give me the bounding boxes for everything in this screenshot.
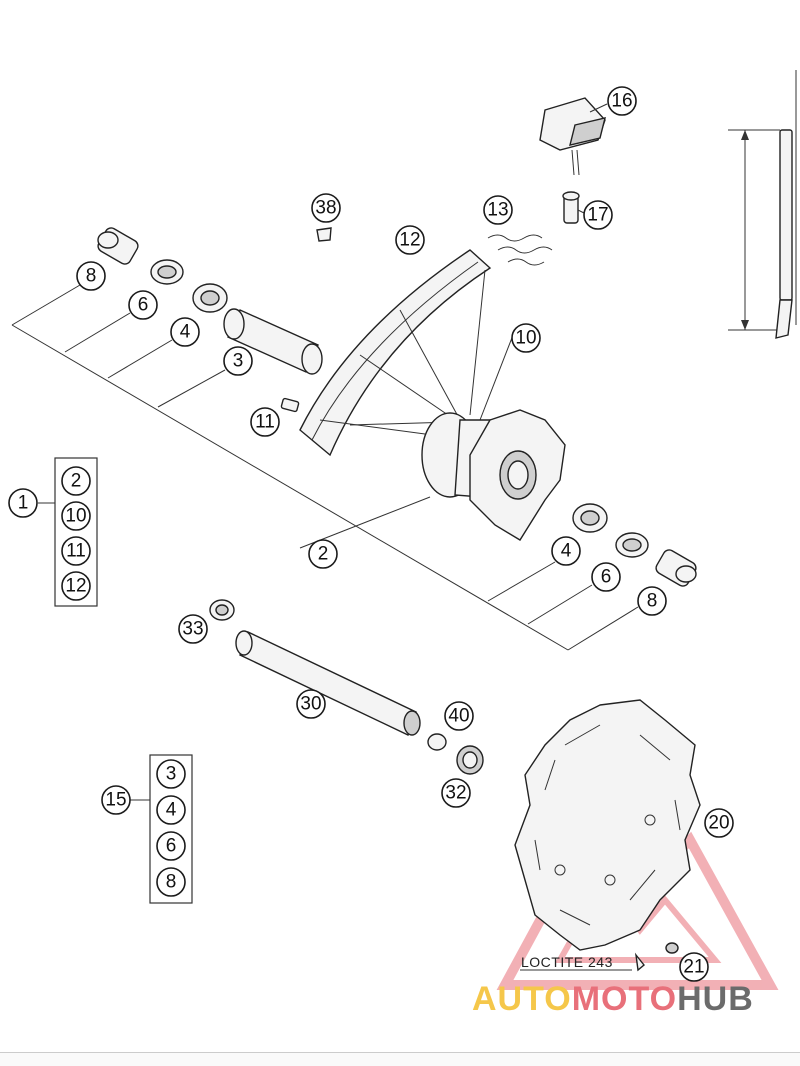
- svg-text:6: 6: [138, 295, 149, 316]
- valve-nut-part: [562, 191, 580, 224]
- seal-6-right-part: [615, 532, 649, 558]
- svg-text:17: 17: [587, 205, 608, 226]
- svg-text:11: 11: [255, 412, 275, 433]
- svg-text:15: 15: [105, 790, 126, 811]
- small-cap-part: [316, 227, 332, 242]
- group-1-item-12: 12: [61, 571, 91, 601]
- group-15-box: [149, 754, 193, 904]
- svg-text:10: 10: [65, 506, 86, 527]
- bearing-4-right-part: [572, 503, 608, 533]
- group-1-item-10: 10: [61, 501, 91, 531]
- svg-text:6: 6: [601, 567, 612, 588]
- callout-32: 32: [441, 778, 471, 808]
- callout-4-left: 4: [170, 317, 200, 347]
- watermark-part-auto: AUTO: [472, 980, 572, 1018]
- svg-text:2: 2: [71, 471, 82, 492]
- svg-text:33: 33: [182, 619, 203, 640]
- callout-11: 11: [250, 407, 280, 437]
- seal-6-left-part: [150, 259, 184, 285]
- axle-screw-32-part: [456, 745, 484, 775]
- seal-33-part: [209, 599, 235, 621]
- svg-text:3: 3: [166, 764, 177, 785]
- callout-8-right: 8: [637, 586, 667, 616]
- group-1-box: [54, 457, 98, 607]
- callout-20: 20: [704, 808, 734, 838]
- group-15-item-4: 4: [156, 795, 186, 825]
- spacer-8-right-part: [655, 549, 697, 587]
- callout-6-left: 6: [128, 290, 158, 320]
- group-15-item-3: 3: [156, 759, 186, 789]
- callout-40: 40: [444, 701, 474, 731]
- spacer-tube-3-part: [223, 308, 323, 375]
- svg-text:3: 3: [233, 351, 244, 372]
- svg-text:11: 11: [66, 541, 86, 562]
- spoke-dimension-drawing: [728, 70, 797, 339]
- wheel-axle-part: [235, 630, 421, 736]
- callout-38: 38: [311, 193, 341, 223]
- svg-text:12: 12: [399, 230, 420, 251]
- svg-text:32: 32: [445, 783, 466, 804]
- callout-30: 30: [296, 689, 326, 719]
- callout-1: 1: [8, 488, 38, 518]
- watermark-part-moto: MOTO: [571, 980, 678, 1018]
- brake-disc-part: [514, 699, 701, 951]
- rim-tape-part: [487, 234, 553, 266]
- group-1-item-11: 11: [61, 536, 91, 566]
- loctite-note: LOCTITE 243: [521, 954, 613, 970]
- svg-text:2: 2: [318, 544, 329, 565]
- svg-text:8: 8: [86, 266, 97, 287]
- callout-8-left: 8: [76, 261, 106, 291]
- callout-15: 15: [101, 785, 131, 815]
- spacer-8-left-part: [97, 227, 139, 265]
- svg-text:16: 16: [611, 91, 632, 112]
- group-15-item-8: 8: [156, 867, 186, 897]
- svg-text:21: 21: [683, 957, 704, 978]
- svg-text:4: 4: [166, 800, 177, 821]
- svg-text:8: 8: [166, 872, 177, 893]
- group-15-item-6: 6: [156, 831, 186, 861]
- callout-6-right: 6: [591, 562, 621, 592]
- callout-21: 21: [679, 952, 709, 982]
- wheel-hub-part: [421, 409, 566, 541]
- svg-text:1: 1: [18, 493, 29, 514]
- svg-text:10: 10: [515, 328, 536, 349]
- bearing-4-left-part: [192, 283, 228, 313]
- watermark-part-hub: HUB: [677, 980, 754, 1018]
- svg-text:40: 40: [448, 706, 469, 727]
- svg-text:20: 20: [708, 813, 729, 834]
- svg-text:12: 12: [65, 576, 86, 597]
- group-1-item-2: 2: [61, 466, 91, 496]
- svg-text:30: 30: [300, 694, 321, 715]
- callout-4-right: 4: [551, 536, 581, 566]
- disc-screw-part: [520, 942, 679, 972]
- callout-2-main: 2: [308, 539, 338, 569]
- callout-10: 10: [511, 323, 541, 353]
- svg-text:6: 6: [166, 836, 177, 857]
- svg-text:38: 38: [315, 198, 336, 219]
- svg-text:4: 4: [180, 322, 191, 343]
- callout-33: 33: [178, 614, 208, 644]
- callout-12-top: 12: [395, 225, 425, 255]
- callout-17: 17: [583, 200, 613, 230]
- axle-nut-40-part: [427, 733, 447, 751]
- assembly-axis-lines: [11, 284, 639, 651]
- callout-16: 16: [607, 86, 637, 116]
- svg-text:13: 13: [487, 200, 508, 221]
- callout-13: 13: [483, 195, 513, 225]
- tire-valve-cap-part: [539, 97, 606, 176]
- svg-text:4: 4: [561, 541, 572, 562]
- spoke-nipple-part: [280, 397, 300, 413]
- callout-3: 3: [223, 346, 253, 376]
- svg-text:8: 8: [647, 591, 658, 612]
- bottom-border: [0, 1052, 800, 1066]
- wheel-rim-part: [299, 249, 492, 457]
- watermark-logo: AUTOMOTOHUB: [472, 980, 754, 1019]
